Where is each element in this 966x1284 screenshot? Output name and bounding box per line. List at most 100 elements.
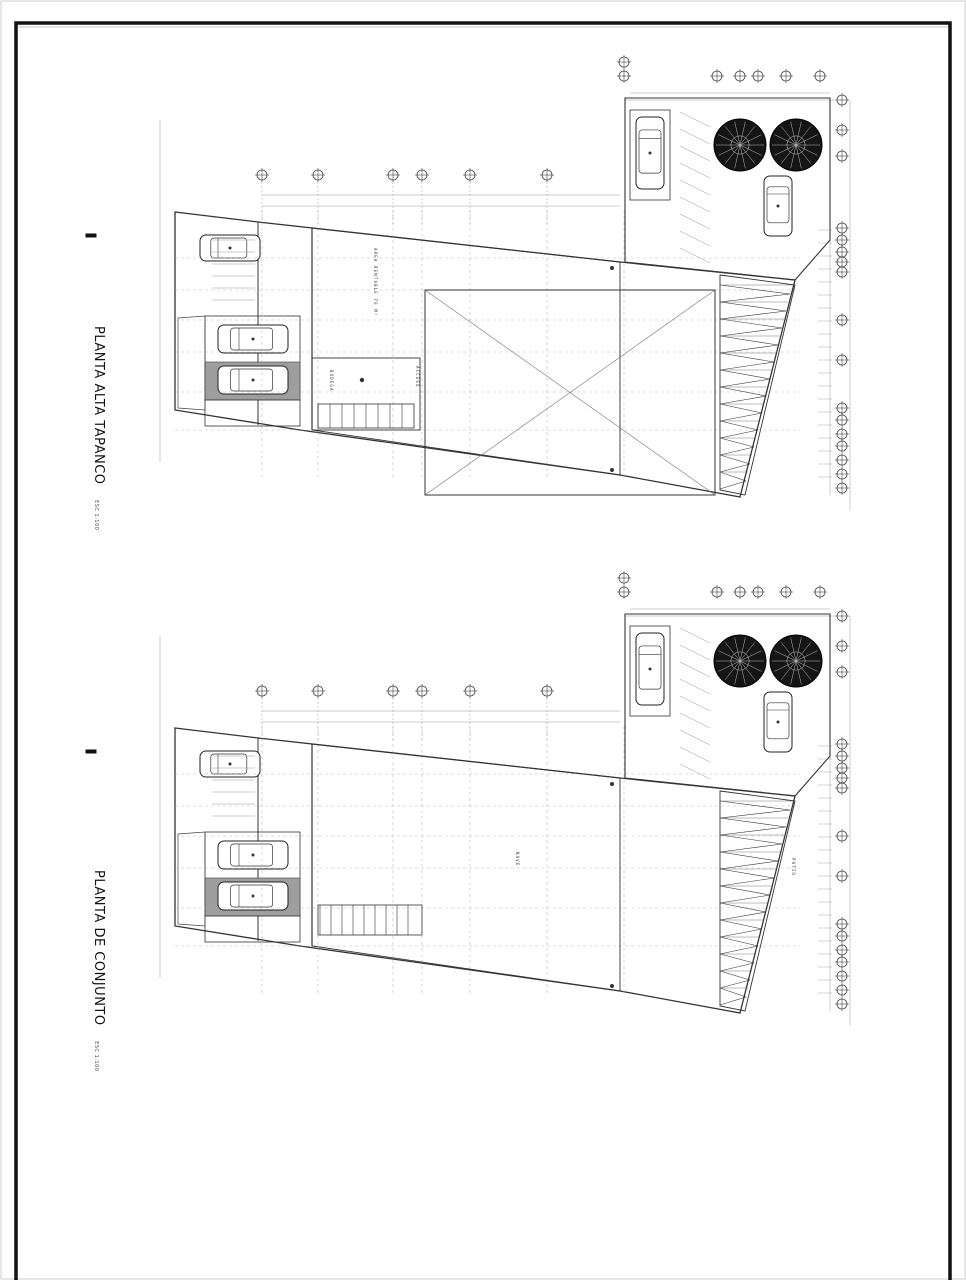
car-center [228, 246, 232, 250]
grid-axis-marker [835, 123, 849, 137]
tree-branch [780, 144, 797, 164]
patio-hatch [679, 247, 711, 264]
tree-branch [724, 642, 741, 662]
grid-axis-marker [617, 55, 631, 69]
truss-diagonal [719, 412, 763, 422]
tree-branch [795, 660, 802, 685]
car-cabin [766, 702, 790, 740]
truss-diagonal [719, 369, 771, 380]
door-marker [610, 266, 614, 270]
tree-branch [739, 642, 756, 662]
truss-diagonal [719, 386, 767, 397]
grid-axis-marker [751, 585, 765, 599]
truss-diagonal [719, 877, 775, 887]
tree-branch [724, 660, 741, 680]
grid-axis-marker [835, 929, 849, 943]
grid-axis-marker [835, 413, 849, 427]
truss-diagonal [719, 851, 779, 862]
grid-axis-marker [835, 427, 849, 441]
tree-branch [774, 134, 797, 146]
truss-diagonal [719, 344, 779, 354]
patio-hatch [679, 695, 711, 712]
ramp [177, 315, 206, 411]
grid-axis-marker [415, 684, 429, 698]
door-marker [610, 782, 614, 786]
grid-axis-marker [751, 69, 765, 83]
void-opening [424, 289, 716, 496]
tree-branch [734, 637, 741, 662]
grid-axis-marker [835, 665, 849, 679]
tree-branch [795, 650, 818, 662]
truss-diagonal [719, 420, 759, 431]
patio-hatch [679, 145, 711, 162]
patio-hatch [679, 678, 711, 695]
car-cabin [230, 368, 273, 392]
site-outline [174, 211, 796, 498]
tree-branch [795, 144, 802, 169]
mezzanine-room [311, 357, 421, 431]
patio-hatch [679, 213, 711, 230]
truss-diagonal [719, 437, 755, 448]
car-symbol [635, 116, 665, 190]
grid-axis-marker [835, 313, 849, 327]
car-cabin [638, 645, 662, 690]
grid-axis-marker [835, 467, 849, 481]
ramp [177, 831, 206, 927]
tree-branch [739, 660, 762, 672]
grid-axis-marker [835, 481, 849, 495]
truss-diagonal [719, 471, 747, 482]
tree-branch [780, 642, 797, 662]
grid-axis-marker [255, 684, 269, 698]
truss-diagonal [719, 902, 767, 913]
tree-branch [718, 650, 741, 662]
grid-axis-marker [540, 168, 554, 182]
grid-axis-marker [813, 585, 827, 599]
drawing-scale: ESC 1:100 [93, 1041, 99, 1072]
truss-diagonal [719, 928, 763, 938]
truss-diagonal [719, 987, 747, 998]
title-bar-marker [85, 233, 97, 238]
grid-axis-marker [617, 69, 631, 83]
truss-diagonal [719, 817, 787, 828]
grid-axis-marker [835, 233, 849, 247]
car-center [251, 378, 255, 382]
truss-diagonal [719, 894, 771, 904]
tree-branch [739, 637, 746, 662]
car-center [648, 151, 652, 155]
grid-axis-marker [617, 585, 631, 599]
truss-diagonal [719, 953, 755, 964]
door-marker [610, 468, 614, 472]
truss-diagonal [719, 885, 771, 896]
tree-branch [795, 121, 802, 146]
tree-branch [718, 660, 741, 672]
truss-diagonal [719, 860, 779, 870]
truss-diagonal [719, 826, 787, 836]
truss-diagonal [719, 463, 751, 473]
tree-symbol [713, 118, 767, 172]
truss-diagonal [719, 868, 775, 879]
grid-axis-marker [710, 69, 724, 83]
grid-axis-marker [733, 69, 747, 83]
tree-symbol [713, 634, 767, 688]
grid-axis-marker [835, 453, 849, 467]
truss-diagonal [719, 911, 767, 921]
car-center [776, 720, 780, 724]
grid-axis-marker [835, 149, 849, 163]
car-cabin [210, 237, 248, 259]
tree-branch [790, 121, 797, 146]
truss-diagonal [719, 843, 783, 853]
stair [317, 904, 423, 936]
car-center [776, 204, 780, 208]
car-symbol [217, 324, 289, 354]
tree-trunk [730, 135, 750, 155]
grid-axis-marker [463, 168, 477, 182]
grid-axis-marker [835, 265, 849, 279]
truss-band [719, 790, 796, 1012]
car-symbol [199, 750, 261, 778]
tree-symbol [769, 118, 823, 172]
patio-hatch [679, 179, 711, 196]
car-cabin [230, 843, 273, 867]
tree-branch [790, 660, 797, 685]
truss-diagonal [719, 809, 791, 819]
truss-diagonal [719, 293, 791, 303]
